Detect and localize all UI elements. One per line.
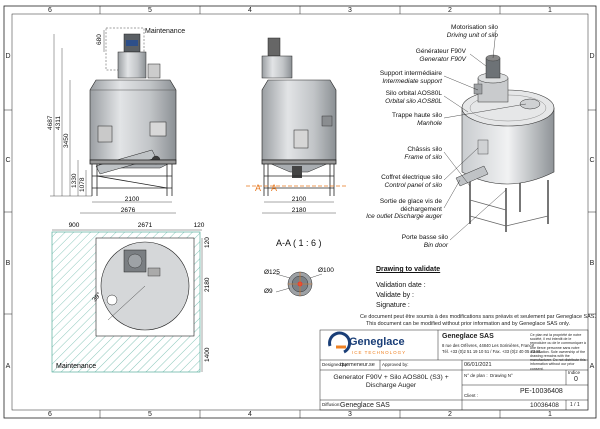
dim-label: 1400: [204, 347, 211, 362]
row-label: C: [589, 157, 594, 164]
dim-label: 2671: [138, 222, 153, 229]
validation-signature: Signature :: [376, 302, 410, 309]
generator: [117, 51, 147, 79]
dim-label: 680: [96, 34, 103, 45]
dim-label: 4311: [55, 116, 62, 130]
plan-no-label: N° de plan :: [464, 373, 488, 378]
disclaimer-fr: Ce document peut être soumis à des modif…: [360, 314, 596, 320]
col-label: 2: [448, 7, 452, 14]
company-address: 8 rue des Orfèvres, 44840 Les Sorinières…: [442, 343, 534, 348]
dim-label: Ø100: [318, 267, 334, 274]
motor-badge: [126, 40, 138, 46]
control-panel: [97, 125, 113, 143]
drawn-by: quemeneur.se: [340, 362, 375, 368]
row-label: B: [6, 260, 11, 267]
company-phone: Tél. +33 (0)2 51 19 10 51 / Fax. +33 (0)…: [442, 349, 541, 354]
section-view: A-A ( 1 : 6 ) Ø125 Ø100 Ø9: [264, 238, 334, 297]
dim-label: Ø125: [264, 269, 280, 276]
dim-label: 120: [204, 237, 211, 248]
dim-label: 120: [194, 222, 205, 229]
logo-text: Geneglace: [349, 336, 405, 348]
client-label: Client :: [464, 393, 479, 398]
row-label: B: [590, 260, 595, 267]
isometric-view: [443, 29, 555, 241]
col-label: 3: [348, 411, 352, 418]
dim-label: Ø9: [264, 288, 273, 295]
row-label: A: [590, 363, 595, 370]
col-label: 1: [548, 411, 552, 418]
diffusion-label: Diffusion:: [322, 402, 341, 407]
drawing-description: Generator F90V + Silo AOS80L (S3) + Disc…: [333, 374, 449, 389]
logo-subtext: ICE TECHNOLOGY: [352, 350, 407, 355]
row-label: C: [5, 157, 10, 164]
row-label: D: [589, 53, 594, 60]
dim-label: 2100: [292, 196, 307, 203]
plan-number: PE-10036408: [520, 388, 563, 395]
silo-frame: [89, 159, 177, 196]
section-marker: A: [271, 183, 277, 193]
front-view: Maintenance: [47, 27, 185, 214]
dim-label: 2676: [121, 207, 136, 214]
col-label: 6: [48, 7, 52, 14]
col-label: 4: [248, 7, 252, 14]
plan-view: 39° 900 2671 120 120 2180 1400 Maintenan…: [51, 222, 211, 373]
diffusion-value: Geneglace SAS: [340, 402, 390, 409]
side-view: A A 2100 2180: [246, 37, 346, 214]
col-label: 2: [448, 411, 452, 418]
row-label: D: [5, 53, 10, 60]
col-label: 3: [348, 7, 352, 14]
legal-notice: Ce plan est la propriété de notre sociét…: [530, 333, 586, 371]
drawn-by-label: Designed by:: [322, 362, 349, 367]
section-title: A-A ( 1 : 6 ): [276, 238, 322, 248]
validation-by: Validate by :: [376, 292, 415, 299]
dim-label: 2180: [204, 277, 211, 292]
generator-box: [147, 63, 161, 79]
date: 06/01/2021: [464, 362, 492, 368]
col-label: 5: [148, 411, 152, 418]
disclaimer-en: This document can be modified without pr…: [366, 321, 570, 327]
dim-label: 2100: [125, 196, 140, 203]
dim-label: 3450: [63, 133, 70, 148]
index-label: Indice: [568, 370, 581, 375]
dim-label: 1078: [79, 177, 86, 192]
dim-label: 900: [69, 222, 80, 229]
maintenance-label: Maintenance: [56, 363, 96, 370]
dim-label: 1330: [71, 173, 78, 188]
index-value: 0: [574, 376, 578, 383]
callout-leaders: [443, 29, 527, 241]
bin-door: [149, 121, 167, 137]
title-block-frame: [319, 329, 589, 411]
drawing-no-label: Drawing N°: [490, 373, 513, 378]
validation-date: Validation date :: [376, 282, 426, 289]
sheet-number: 1 / 1: [570, 402, 580, 408]
row-label: A: [6, 363, 11, 370]
silo-body: [89, 79, 177, 161]
code: 10036408: [530, 402, 559, 409]
maintenance-label: Maintenance: [145, 28, 185, 35]
dim-label: 4687: [47, 115, 54, 130]
col-label: 1: [548, 7, 552, 14]
dim-label: 2180: [292, 207, 307, 214]
col-label: 6: [48, 411, 52, 418]
approved-label: Approved by:: [382, 362, 409, 367]
section-marker: A: [255, 183, 261, 193]
validation-title: Drawing to validate: [376, 266, 441, 273]
col-label: 4: [248, 411, 252, 418]
company-name: Geneglace SAS: [442, 333, 494, 340]
col-label: 5: [148, 7, 152, 14]
logo-icon: [328, 331, 352, 354]
